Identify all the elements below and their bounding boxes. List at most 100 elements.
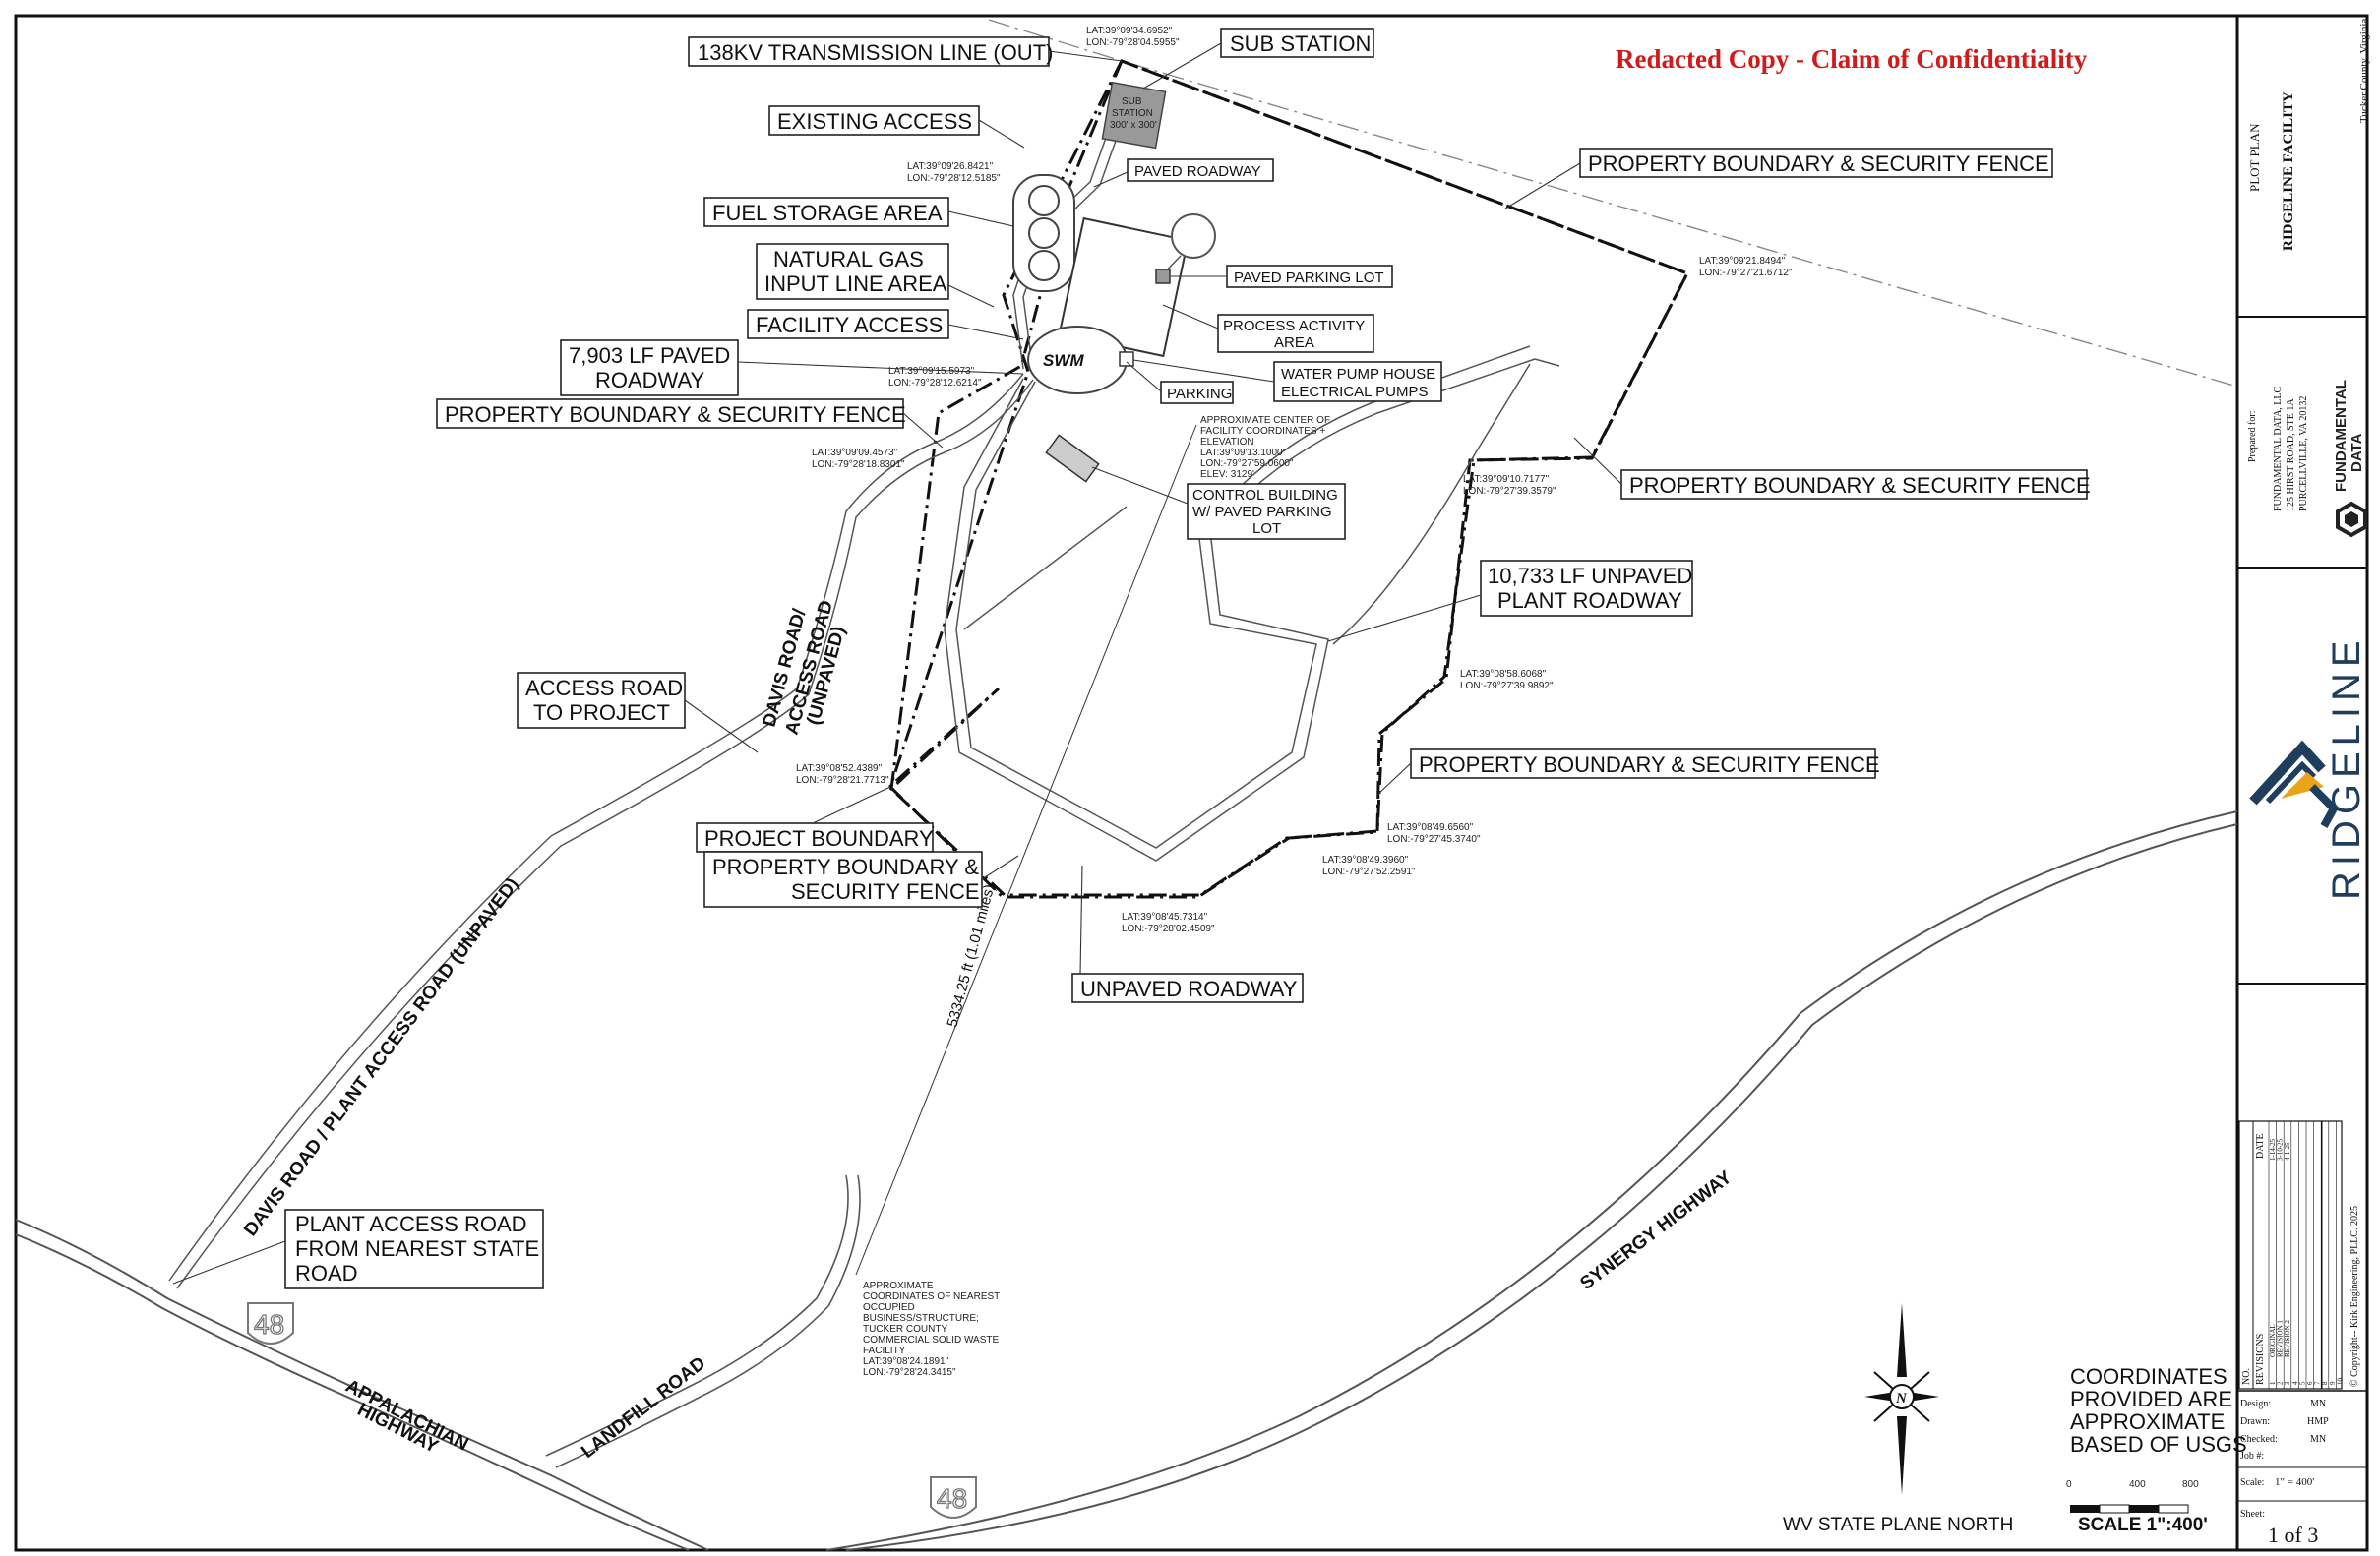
svg-text:LON:-79°27'39.3579": LON:-79°27'39.3579" bbox=[1463, 486, 1556, 497]
svg-text:800: 800 bbox=[2182, 1479, 2199, 1490]
callout-prop-fence-right2: PROPERTY BOUNDARY & SECURITY FENCE bbox=[1376, 748, 1880, 796]
svg-text:UNPAVED ROADWAY: UNPAVED ROADWAY bbox=[1080, 977, 1298, 1001]
revision-no: 9 bbox=[2329, 1381, 2337, 1385]
revision-no: 1 bbox=[2269, 1381, 2277, 1385]
svg-text:LON:-79°27'45.3740": LON:-79°27'45.3740" bbox=[1387, 834, 1481, 845]
coord-c9: LAT:39°08'58.6068"LON:-79°27'39.9892" bbox=[1460, 669, 1554, 691]
revision-date: 3-10-25 bbox=[2277, 1138, 2285, 1161]
coord-c3: LAT:39°09'15.5973"LON:-79°28'12.6214" bbox=[888, 366, 982, 389]
callout-transmission: 138KV TRANSMISSION LINE (OUT) bbox=[688, 36, 1123, 67]
callout-pump: WATER PUMP HOUSE ELECTRICAL PUMPS bbox=[1132, 359, 1442, 402]
revision-no: 2 bbox=[2277, 1381, 2285, 1385]
coord-c11: LAT:39°09'21.8494"LON:-79°27'21.6712" bbox=[1699, 256, 1793, 278]
appalachian-highway-edge-1 bbox=[15, 1219, 709, 1551]
svg-text:LAT:39°08'24.1891": LAT:39°08'24.1891" bbox=[863, 1356, 949, 1367]
svg-text:FUEL STORAGE AREA: FUEL STORAGE AREA bbox=[712, 201, 943, 225]
svg-text:PAVED PARKING LOT: PAVED PARKING LOT bbox=[1234, 269, 1384, 286]
scale-bar: 0 400 800 SCALE 1":400' bbox=[2066, 1479, 2208, 1535]
coord-nearest: APPROXIMATE COORDINATES OF NEAREST OCCUP… bbox=[863, 1281, 1000, 1378]
svg-text:PAVED ROADWAY: PAVED ROADWAY bbox=[1134, 163, 1261, 180]
tb-copyright: © Copyright-- Kirk Engineering, PLLC. 20… bbox=[2349, 1206, 2360, 1387]
svg-text:HMP: HMP bbox=[2307, 1416, 2329, 1427]
svg-text:LON:-79°27'59.0600": LON:-79°27'59.0600" bbox=[1200, 458, 1294, 469]
svg-text:ELECTRICAL PUMPS: ELECTRICAL PUMPS bbox=[1281, 384, 1428, 400]
svg-text:48: 48 bbox=[937, 1483, 967, 1514]
svg-text:LAT:39°09'10.7177": LAT:39°09'10.7177" bbox=[1463, 474, 1550, 485]
svg-text:SUB STATION: SUB STATION bbox=[1230, 31, 1371, 56]
callout-unpaved-roadway: UNPAVED ROADWAY bbox=[1071, 865, 1304, 1003]
svg-text:PROPERTY BOUNDARY & SECURITY: PROPERTY BOUNDARY & SECURITY FENCE bbox=[1588, 151, 2049, 176]
fuel-tank-2 bbox=[1028, 217, 1060, 249]
svg-text:WATER PUMP HOUSE: WATER PUMP HOUSE bbox=[1281, 366, 1435, 383]
callout-parking: PARKING bbox=[1126, 361, 1234, 404]
callout-facility-access: FACILITY ACCESS bbox=[747, 309, 1024, 340]
turnaround-circle bbox=[1171, 213, 1216, 259]
callout-prop-fence-top: PROPERTY BOUNDARY & SECURITY FENCE bbox=[1504, 148, 2053, 209]
svg-text:LON:-79°28'12.6214": LON:-79°28'12.6214" bbox=[888, 378, 982, 389]
davis-road-edge-2 bbox=[176, 379, 1034, 1289]
substation-footprint bbox=[1101, 81, 1167, 150]
svg-text:SECURITY FENCE: SECURITY FENCE bbox=[791, 879, 980, 904]
coord-c4: LAT:39°09'09.4573"LON:-79°28'18.8301" bbox=[812, 448, 905, 470]
callout-plant-access: PLANT ACCESS ROAD FROM NEAREST STATE ROA… bbox=[172, 1209, 544, 1289]
fd-logo-text-1: FUNDAMENTAL bbox=[2333, 380, 2349, 492]
svg-text:LON:-79°28'12.5185": LON:-79°28'12.5185" bbox=[907, 173, 1001, 184]
road-label-landfill: LANDFILL ROAD bbox=[578, 1353, 709, 1463]
appalachian-highway-edge-2 bbox=[15, 1233, 690, 1551]
revision-no: 7 bbox=[2314, 1381, 2322, 1385]
substation-label-2: STATION bbox=[1112, 108, 1153, 119]
callout-fuel-storage: FUEL STORAGE AREA bbox=[703, 197, 1014, 227]
svg-text:PROJECT BOUNDARY: PROJECT BOUNDARY bbox=[704, 826, 934, 851]
svg-text:LON:-79°28'18.8301": LON:-79°28'18.8301" bbox=[812, 459, 905, 470]
svg-text:1 of 3: 1 of 3 bbox=[2268, 1523, 2318, 1547]
revision-no: 3 bbox=[2284, 1381, 2291, 1385]
svg-text:ROAD: ROAD bbox=[295, 1261, 358, 1286]
coord-c6: LAT:39°08'45.7314"LON:-79°28'02.4509" bbox=[1122, 912, 1215, 934]
svg-text:FACILITY COORDINATES +: FACILITY COORDINATES + bbox=[1200, 426, 1325, 437]
svg-text:LAT:39°09'15.5973": LAT:39°09'15.5973" bbox=[888, 366, 975, 377]
tb-sheet-type: PLOT PLAN bbox=[2247, 123, 2262, 192]
road-label-davis-plant: DAVIS ROAD / PLANT ACCESS ROAD (UNPAVED) bbox=[240, 874, 523, 1240]
coordinates-note: COORDINATES PROVIDED ARE APPROXIMATE BAS… bbox=[2070, 1364, 2247, 1457]
svg-text:7,903 LF PAVED: 7,903 LF PAVED bbox=[569, 343, 730, 368]
svg-text:ELEV: 3129': ELEV: 3129' bbox=[1200, 469, 1254, 480]
ridgeline-wordmark: RIDGELINE bbox=[2325, 634, 2368, 900]
svg-text:Scale:: Scale: bbox=[2240, 1477, 2264, 1488]
callout-prop-fence-left: PROPERTY BOUNDARY & SECURITY FENCE bbox=[436, 398, 944, 449]
tb-client-2: 125 HIRST ROAD, STE 1A bbox=[2286, 398, 2296, 511]
unpaved-crossroad bbox=[963, 506, 1128, 630]
svg-text:PLANT ROADWAY: PLANT ROADWAY bbox=[1497, 588, 1682, 613]
callout-process: PROCESS ACTIVITY AREA bbox=[1162, 304, 1374, 353]
drawing-border bbox=[14, 14, 2369, 1552]
revision-no: 5 bbox=[2298, 1381, 2306, 1385]
coord-c2: LAT:39°09'26.8421"LON:-79°28'12.5185" bbox=[907, 161, 1001, 184]
svg-text:MN: MN bbox=[2310, 1434, 2326, 1445]
revision-no: 8 bbox=[2321, 1381, 2329, 1385]
svg-text:LAT:39°09'13.1000": LAT:39°09'13.1000" bbox=[1200, 448, 1287, 458]
svg-text:W/ PAVED PARKING: W/ PAVED PARKING bbox=[1192, 504, 1332, 520]
svg-text:Drawn:: Drawn: bbox=[2240, 1416, 2270, 1427]
callout-unpaved-plant: 10,733 LF UNPAVED PLANT ROADWAY bbox=[1327, 560, 1693, 642]
callout-paved-roadway-small: PAVED ROADWAY bbox=[1093, 158, 1274, 188]
svg-text:LON:-79°27'21.6712": LON:-79°27'21.6712" bbox=[1699, 268, 1793, 278]
svg-text:138KV TRANSMISSION LINE (OUT): 138KV TRANSMISSION LINE (OUT) bbox=[698, 40, 1053, 65]
svg-text:LON:-79°28'24.3415": LON:-79°28'24.3415" bbox=[863, 1367, 956, 1378]
callout-access-road: ACCESS ROAD TO PROJECT bbox=[517, 672, 759, 753]
svg-text:DATE: DATE bbox=[2255, 1133, 2266, 1159]
svg-text:PROPERTY BOUNDARY & SECURITY F: PROPERTY BOUNDARY & SECURITY FENCE bbox=[1629, 473, 2091, 498]
svg-text:TO PROJECT: TO PROJECT bbox=[533, 700, 670, 725]
svg-text:COMMERCIAL SOLID WASTE: COMMERCIAL SOLID WASTE bbox=[863, 1335, 999, 1346]
svg-text:Sheet:: Sheet: bbox=[2240, 1509, 2265, 1520]
property-boundary bbox=[888, 59, 1690, 899]
svg-text:TUCKER COUNTY: TUCKER COUNTY bbox=[863, 1324, 947, 1335]
control-building bbox=[1045, 434, 1100, 483]
svg-text:NATURAL GAS: NATURAL GAS bbox=[773, 247, 924, 271]
svg-text:LAT:39°09'34.6952": LAT:39°09'34.6952" bbox=[1086, 26, 1173, 36]
svg-text:MN: MN bbox=[2310, 1399, 2326, 1409]
callout-paved-parking: PAVED PARKING LOT bbox=[1171, 265, 1393, 288]
svg-text:ROADWAY: ROADWAY bbox=[595, 368, 705, 392]
fuel-tank-1 bbox=[1028, 185, 1060, 216]
callout-project-boundary: PROJECT BOUNDARY bbox=[696, 786, 934, 853]
revision-no: 6 bbox=[2306, 1381, 2314, 1385]
davis-road-edge-1 bbox=[168, 373, 1024, 1282]
